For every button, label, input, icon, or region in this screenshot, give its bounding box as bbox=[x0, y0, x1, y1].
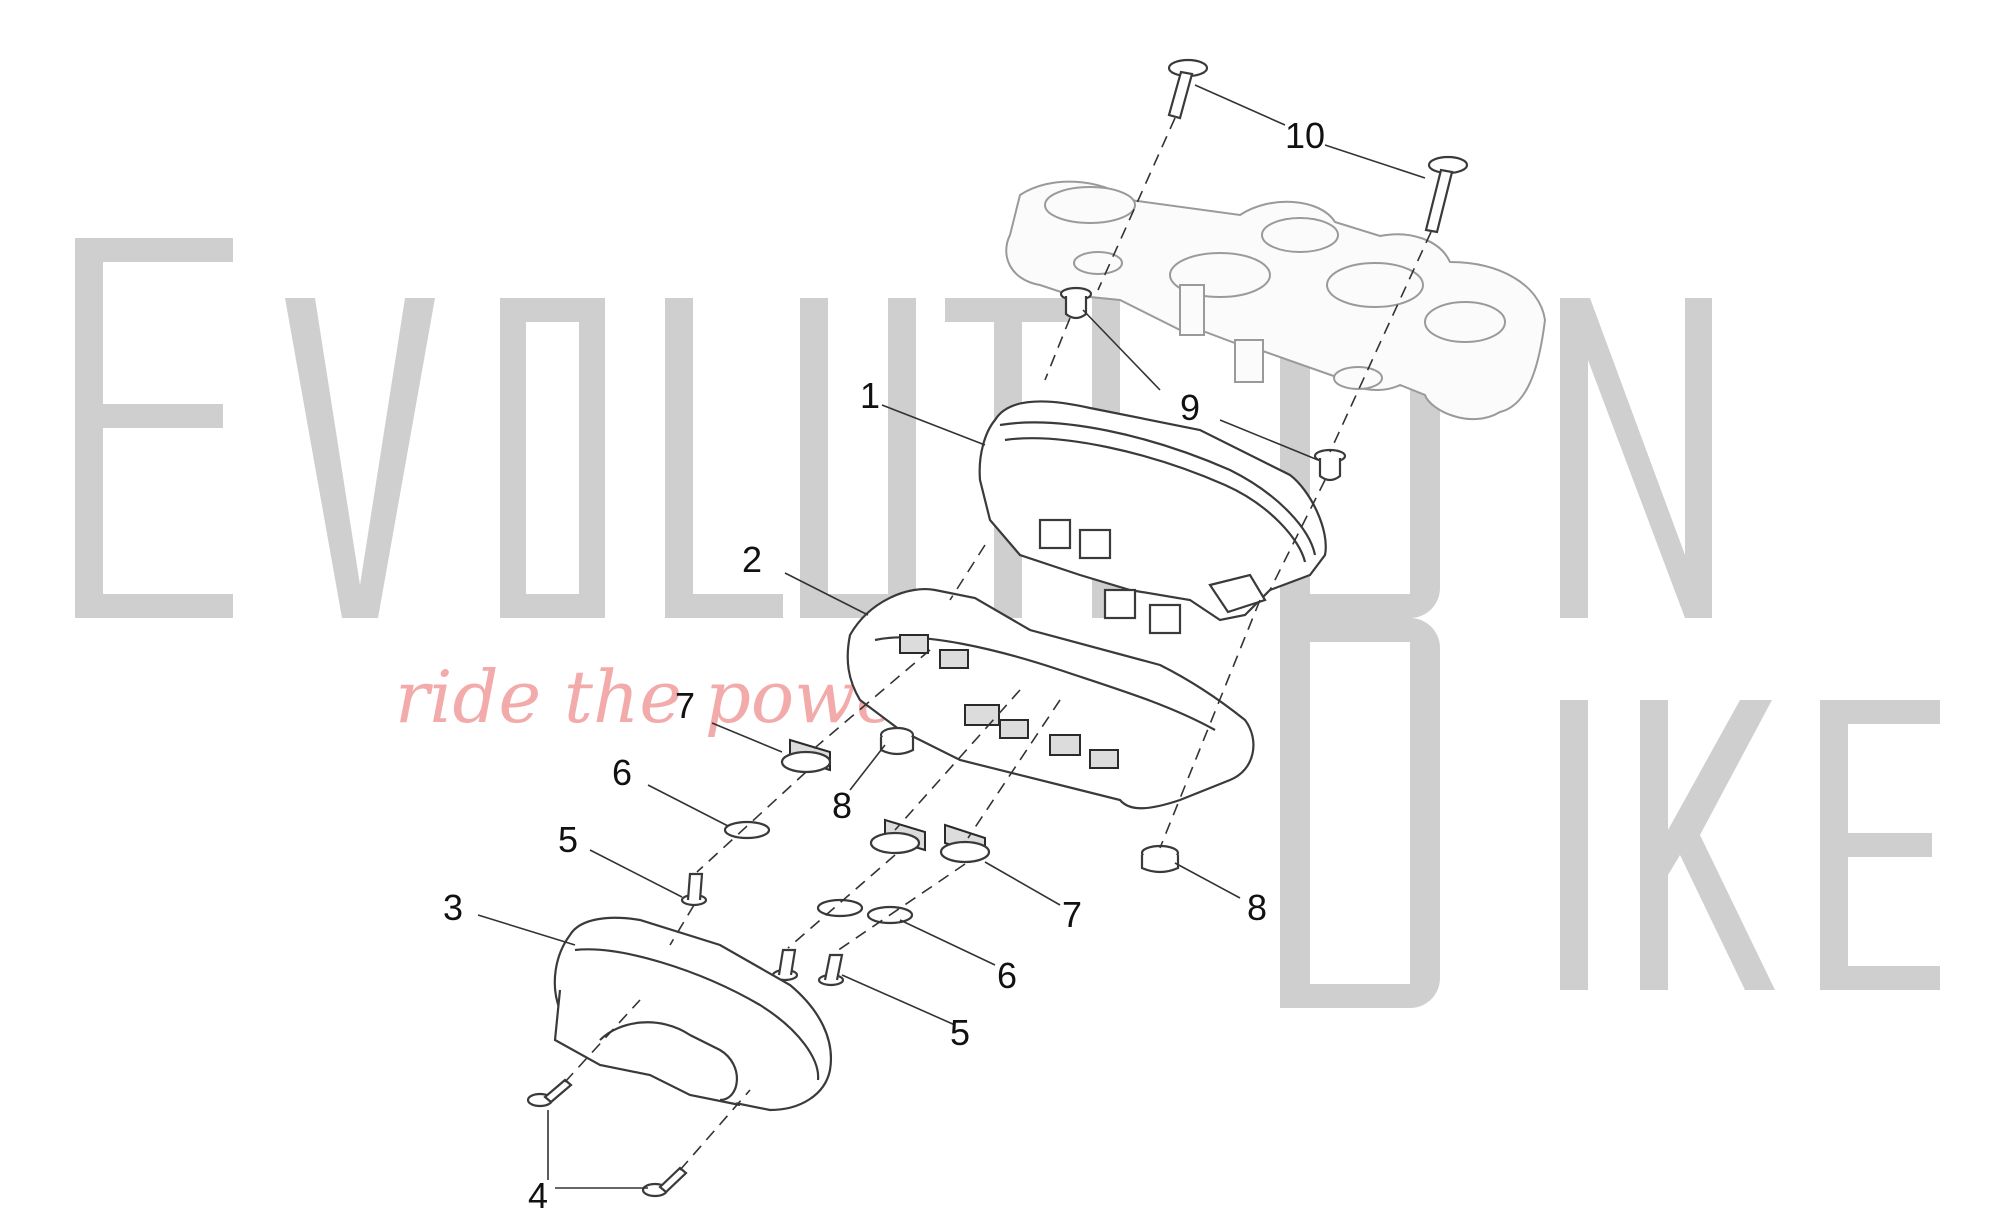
screw-5-b bbox=[771, 948, 799, 982]
part-5-screws bbox=[680, 872, 845, 987]
watermark-letter-v bbox=[285, 298, 435, 618]
grommet-7-b bbox=[869, 818, 926, 855]
screw-4-a bbox=[526, 1078, 573, 1108]
callout-9: 9 bbox=[1180, 387, 1200, 428]
callout-8-b: 8 bbox=[1247, 887, 1267, 928]
grommet-7-c bbox=[939, 823, 991, 864]
callout-5-b: 5 bbox=[950, 1012, 970, 1053]
bushing-9-left bbox=[1059, 286, 1093, 320]
callout-5-a: 5 bbox=[558, 819, 578, 860]
watermark-letter-o bbox=[500, 298, 605, 618]
part-10-screws bbox=[1167, 58, 1469, 234]
callout-4: 4 bbox=[528, 1175, 548, 1216]
watermark-letter-u bbox=[800, 298, 916, 618]
nut-8-lower bbox=[1140, 844, 1180, 874]
part-1-housing bbox=[978, 400, 1327, 635]
washer-6-a bbox=[723, 820, 771, 840]
grommet-7-a bbox=[780, 738, 832, 774]
callout-2: 2 bbox=[742, 539, 762, 580]
watermark-letter-k bbox=[1640, 700, 1775, 990]
watermark-letter-b bbox=[1280, 618, 1440, 1008]
watermark-slogan: ride the power bbox=[395, 655, 937, 739]
watermark-letter-e-2 bbox=[1820, 700, 1940, 990]
triple-clamp bbox=[1005, 180, 1547, 421]
watermark-letter-l bbox=[665, 298, 783, 618]
screw-4-b bbox=[641, 1166, 688, 1198]
part-2-lower-shell bbox=[846, 588, 1255, 810]
callout-10: 10 bbox=[1285, 115, 1325, 156]
bushing-9-right bbox=[1313, 448, 1347, 482]
screw-10-right bbox=[1424, 155, 1469, 234]
callouts: 10 9 1 2 7 8 6 5 3 4 7 6 5 8 bbox=[443, 115, 1325, 1216]
callout-6-a: 6 bbox=[612, 752, 632, 793]
callout-7-a: 7 bbox=[675, 685, 695, 726]
callout-7-b: 7 bbox=[1062, 894, 1082, 935]
watermark-letter-n bbox=[1560, 298, 1712, 618]
callout-3: 3 bbox=[443, 887, 463, 928]
screw-10-left bbox=[1167, 58, 1209, 120]
part-8-nuts bbox=[879, 726, 1180, 874]
nut-8-upper bbox=[879, 726, 915, 756]
assembly-lines bbox=[564, 117, 1432, 1171]
screw-5-c bbox=[817, 953, 845, 987]
callout-8-a: 8 bbox=[832, 785, 852, 826]
screw-5-a bbox=[680, 872, 708, 907]
washer-6-b bbox=[816, 898, 864, 918]
watermark-letter-i-2 bbox=[1560, 700, 1588, 990]
part-9-bushings bbox=[1059, 286, 1347, 482]
callout-1: 1 bbox=[860, 375, 880, 416]
part-3-rear-cover bbox=[553, 916, 832, 1112]
leader-lines bbox=[477, 84, 1426, 1189]
callout-6-b: 6 bbox=[997, 955, 1017, 996]
watermark-letter-e bbox=[75, 238, 233, 618]
part-4-screws bbox=[526, 1078, 688, 1198]
